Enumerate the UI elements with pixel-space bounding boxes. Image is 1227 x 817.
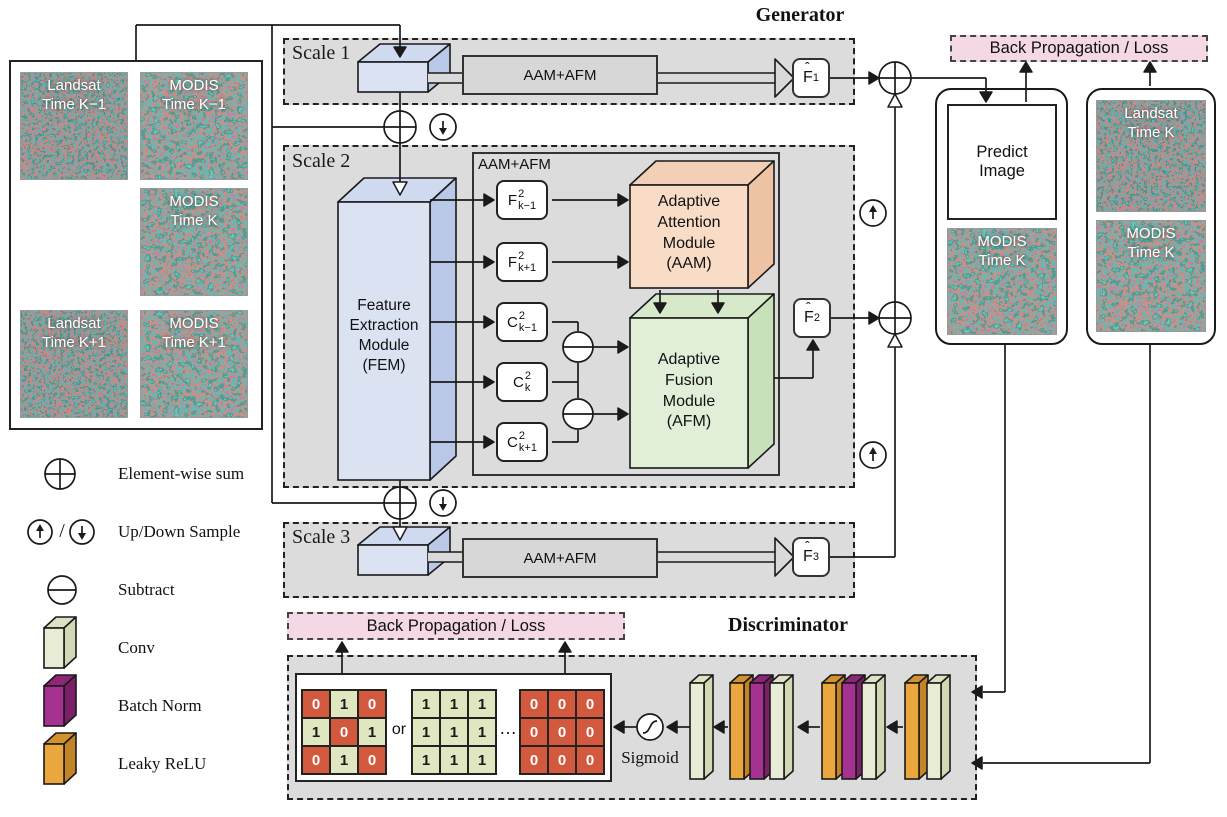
updown-slash: / — [59, 520, 65, 542]
down-sample-node — [429, 113, 457, 141]
legend-label-leakyrelu: Leaky ReLU — [118, 754, 207, 773]
grid-cell: 1 — [468, 746, 496, 774]
scale1-label: Scale 1 — [292, 42, 351, 64]
grid-cell: 0 — [548, 690, 576, 718]
ellipsis-label: … — [499, 717, 517, 738]
grid-cell: 1 — [440, 746, 468, 774]
input-image-modis-kp1: MODIS Time K+1 — [140, 310, 248, 418]
legend-subtract-icon — [47, 575, 77, 605]
elementwise-sum-node — [383, 486, 417, 520]
aam-afm-module-scale3: AAM+AFM — [462, 538, 658, 578]
elementwise-sum-node — [878, 301, 912, 335]
backprop-label: Back Propagation / Loss — [989, 39, 1169, 57]
legend-label-sum: Element-wise sum — [118, 464, 245, 483]
legend-sum-icon — [44, 458, 76, 490]
grid-cell: 0 — [302, 690, 330, 718]
elementwise-sum-node — [383, 110, 417, 144]
up-sample-node — [859, 199, 887, 227]
grid-cell: 0 — [358, 690, 386, 718]
aam-label: Adaptive Attention Module (AAM) — [657, 193, 721, 273]
grid-cell: 1 — [468, 718, 496, 746]
grid-cell: 1 — [412, 718, 440, 746]
input-image-modis-k: MODIS Time K — [140, 188, 248, 296]
or-label: or — [391, 721, 407, 738]
grid-cell: 1 — [358, 718, 386, 746]
grid-cell: 0 — [576, 746, 604, 774]
sigmoid-label: Sigmoid — [621, 748, 679, 767]
input-image-landsat-km1: Landsat Time K−1 — [20, 72, 128, 180]
fem-label: Feature Extraction Module (FEM) — [349, 297, 419, 375]
predict-image-box: Predict Image — [947, 104, 1057, 220]
up-sample-node — [859, 441, 887, 469]
grid-cell: 0 — [520, 718, 548, 746]
predict-modis-k-image: MODIS Time K — [947, 228, 1057, 335]
discriminator-title: Discriminator — [728, 614, 848, 636]
legend-label-updown: Up/Down Sample — [118, 522, 241, 541]
grid-cell: 1 — [330, 690, 358, 718]
grid-cell: 0 — [520, 746, 548, 774]
down-sample-node — [429, 489, 457, 517]
input-image-landsat-kp1: Landsat Time K+1 — [20, 310, 128, 418]
legend-down-sample-icon — [69, 519, 95, 545]
reference-landsat-k-image: Landsat Time K — [1096, 100, 1206, 212]
grid-cell: 0 — [520, 690, 548, 718]
grid-cell: 1 — [412, 746, 440, 774]
scale2-label: Scale 2 — [292, 150, 351, 172]
generator-title: Generator — [755, 4, 845, 26]
grid-cell: 1 — [440, 718, 468, 746]
grid-cell: 0 — [576, 690, 604, 718]
reference-modis-k-image: MODIS Time K — [1096, 220, 1206, 332]
scale3-label: Scale 3 — [292, 526, 351, 548]
grid-cell: 1 — [468, 690, 496, 718]
backprop-label: Back Propagation / Loss — [366, 616, 546, 635]
grid-cell: 1 — [330, 746, 358, 774]
grid-cell: 0 — [548, 718, 576, 746]
inner-box-label: AAM+AFM — [478, 156, 551, 173]
input-image-modis-km1: MODIS Time K−1 — [140, 72, 248, 180]
grid-cell: 1 — [412, 690, 440, 718]
backprop-loss-box-generator: Back Propagation / Loss — [950, 35, 1208, 62]
afm-label: Adaptive Fusion Module (AFM) — [657, 351, 721, 431]
legend-up-sample-icon — [27, 519, 53, 545]
grid-cell: 0 — [548, 746, 576, 774]
elementwise-sum-node — [878, 61, 912, 95]
grid-cell: 0 — [330, 718, 358, 746]
grid-cell: 0 — [576, 718, 604, 746]
legend-label-subtract: Subtract — [118, 580, 175, 599]
grid-cell: 1 — [440, 690, 468, 718]
legend-label-batchnorm: Batch Norm — [118, 696, 202, 715]
grid-cell: 1 — [302, 718, 330, 746]
grid-cell: 0 — [302, 746, 330, 774]
backprop-loss-box-discriminator: Back Propagation / Loss — [287, 612, 625, 640]
grid-cell: 0 — [358, 746, 386, 774]
aam-afm-module-scale1: AAM+AFM — [462, 55, 658, 95]
legend-label-conv: Conv — [118, 638, 155, 657]
